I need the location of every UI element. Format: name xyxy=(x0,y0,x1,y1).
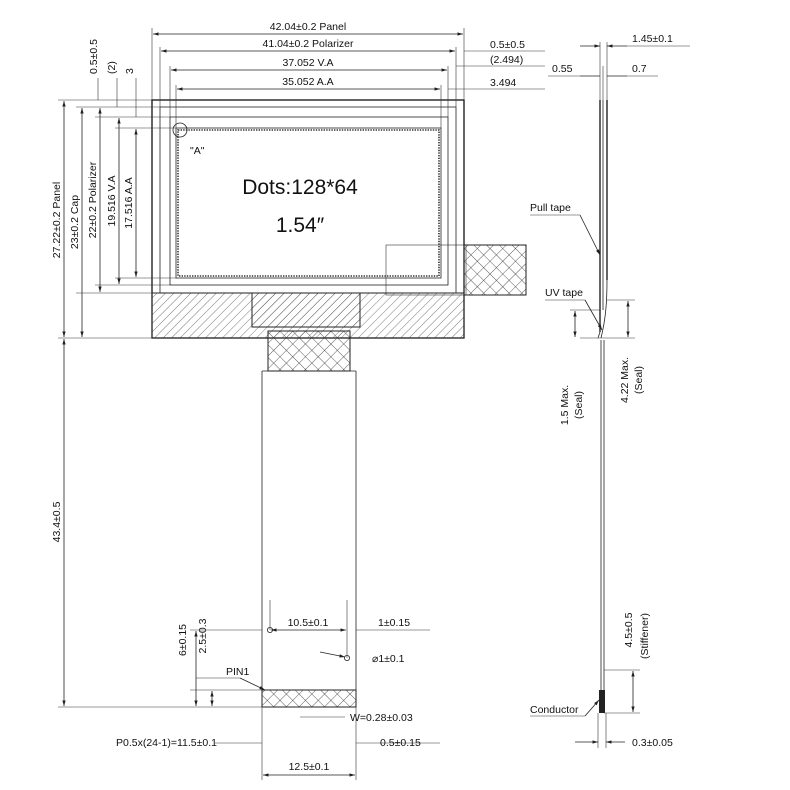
display-dots-label: Dots:128*64 xyxy=(242,176,358,199)
va-height-label: 19.516 V.A xyxy=(106,176,118,227)
right-offset-3-label: 3.494 xyxy=(490,77,516,89)
viewing-area-outline xyxy=(169,116,449,286)
top-offset-2-label: (2) xyxy=(106,61,118,74)
detail-a-label: "A" xyxy=(190,145,205,157)
right-offset-2-label: (2.494) xyxy=(490,54,523,66)
polarizer-outline xyxy=(159,106,457,294)
fpc-dimensions xyxy=(58,339,440,780)
hole-dia-label: ⌀1±0.1 xyxy=(372,653,405,665)
seal-2-label: 4.22 Max. xyxy=(619,357,631,403)
pull-tape-label: Pull tape xyxy=(530,202,571,214)
polarizer-height-label: 22±0.2 Polarizer xyxy=(87,161,99,238)
pin-width-label: W=0.28±0.03 xyxy=(350,712,413,724)
aa-height-label: 17.516 A.A xyxy=(123,177,135,228)
side-left-part-label: 0.55 xyxy=(552,63,573,75)
side-view xyxy=(530,42,690,748)
ic-bonding-area xyxy=(251,292,361,328)
fpc-width-label: 12.5±0.1 xyxy=(289,761,330,773)
top-offset-3-label: 3 xyxy=(124,68,136,74)
stiffener-sub-label: (Stiffener) xyxy=(639,613,651,659)
fpc-length-label: 43.4±0.5 xyxy=(51,501,63,542)
polarizer-width-label: 41.04±0.2 Polarizer xyxy=(263,38,354,50)
seal-1-label: 1.5 Max. xyxy=(559,385,571,425)
hole-from-end-label: 6±0.15 xyxy=(177,624,189,656)
uv-tape-label: UV tape xyxy=(545,287,583,299)
fpc-thickness-label: 0.3±0.05 xyxy=(632,737,673,749)
fpc-tail xyxy=(261,330,357,708)
side-thickness-label: 1.45±0.1 xyxy=(632,33,673,45)
stiffener-label: 4.5±0.5 xyxy=(623,612,635,647)
cap-height-label: 23±0.2 Cap xyxy=(69,195,81,249)
side-stiffener xyxy=(599,690,605,713)
panel-height-label: 27.22±0.2 Panel xyxy=(51,182,63,258)
display-size-label: 1.54″ xyxy=(276,214,325,237)
top-dimensions xyxy=(151,28,545,128)
panel-width-label: 42.04±0.2 Panel xyxy=(270,21,346,33)
top-offset-1-label: 0.5±0.5 xyxy=(88,39,100,74)
active-area-outline xyxy=(175,127,442,279)
right-offset-1-label: 0.5±0.5 xyxy=(490,39,525,51)
seal-2-sub-label: (Seal) xyxy=(633,366,645,394)
end-margin-label: 0.5±0.15 xyxy=(380,737,421,749)
finger-length-label: 2.5±0.3 xyxy=(197,618,209,653)
pitch-label: P0.5x(24-1)=11.5±0.1 xyxy=(116,737,217,749)
va-width-label: 37.052 V.A xyxy=(283,57,334,69)
conductor-label: Conductor xyxy=(530,704,579,716)
pin1-label: PIN1 xyxy=(226,666,250,678)
hole-edge-label: 1±0.15 xyxy=(378,617,410,629)
pull-tab-crosshatch xyxy=(463,244,527,296)
connector-window xyxy=(385,244,467,296)
active-area-dotted xyxy=(177,129,440,277)
side-right-part-label: 0.7 xyxy=(632,63,647,75)
fpc-stiffener-top xyxy=(267,330,351,372)
left-dimensions xyxy=(58,78,176,339)
fpc-gold-fingers xyxy=(261,689,357,708)
seal-1-sub-label: (Seal) xyxy=(573,391,585,419)
aa-width-label: 35.052 A.A xyxy=(282,76,333,88)
hole-spacing-label: 10.5±0.1 xyxy=(288,617,329,629)
detail-a-circle xyxy=(172,122,188,138)
